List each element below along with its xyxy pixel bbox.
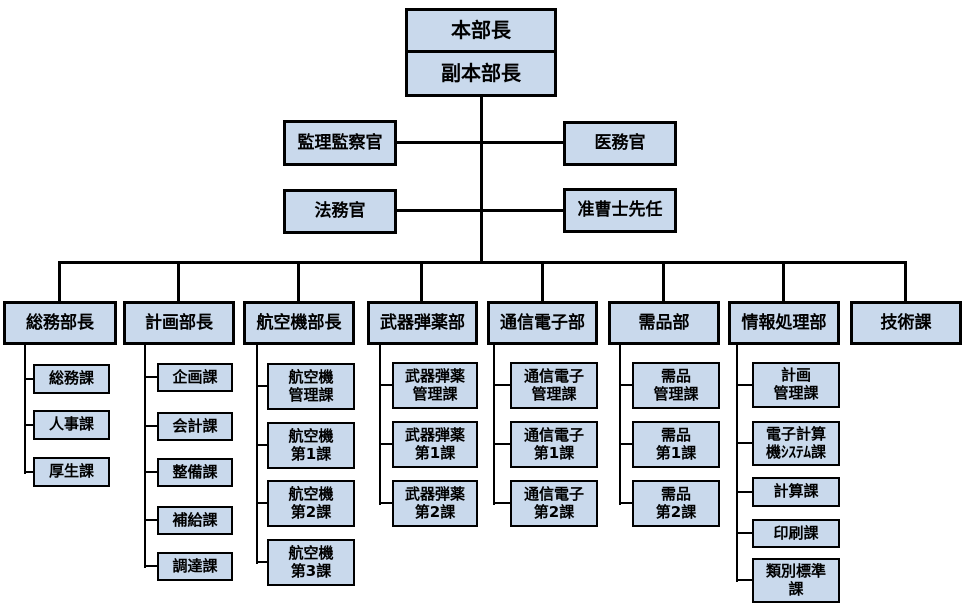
unit-box: 需品 第2課 — [632, 480, 720, 527]
unit-box: 会計課 — [157, 412, 233, 441]
unit-box: 需品 第1課 — [632, 421, 720, 468]
connector-tick — [493, 384, 511, 386]
connector-tick — [256, 561, 268, 563]
connector-col6-spine — [619, 344, 621, 505]
box-dept-gijutsu: 技術課 — [850, 301, 962, 345]
connector-col2-spine — [144, 344, 146, 568]
connector-drop-6 — [662, 261, 665, 302]
connector-staff-row1 — [395, 141, 565, 144]
box-honbucho: 本部長 — [405, 8, 557, 53]
connector-tick — [256, 385, 268, 387]
unit-box: 通信電子 第2課 — [510, 480, 598, 527]
unit-box: 人事課 — [33, 410, 110, 440]
box-staff-houmukan: 法務官 — [283, 189, 397, 234]
connector-tick — [619, 502, 633, 504]
connector-tick — [144, 425, 158, 427]
unit-box: 通信電子 管理課 — [510, 362, 598, 409]
connector-tick — [379, 502, 393, 504]
connector-tick — [619, 384, 633, 386]
connector-tick — [493, 443, 511, 445]
connector-tick — [736, 384, 753, 386]
unit-box: 調達課 — [157, 552, 233, 581]
connector-drop-3 — [297, 261, 300, 302]
unit-box: 計算課 — [752, 477, 840, 507]
connector-col3-spine — [256, 344, 258, 564]
box-staff-junsoushisennin: 准曹士先任 — [563, 188, 677, 233]
connector-tick — [736, 579, 753, 581]
connector-col5-spine — [493, 344, 495, 505]
box-dept-soumu: 総務部長 — [3, 301, 117, 345]
connector-drop-8 — [904, 261, 907, 302]
unit-box: 類別標準 課 — [752, 558, 840, 603]
connector-tick — [144, 565, 158, 567]
unit-box: 企画課 — [157, 363, 233, 392]
connector-tick — [24, 471, 34, 473]
unit-box: 航空機 第2課 — [267, 480, 355, 527]
connector-tick — [24, 424, 34, 426]
connector-trunk — [480, 95, 483, 264]
connector-tick — [256, 502, 268, 504]
connector-drop-2 — [177, 261, 180, 302]
connector-tick — [144, 376, 158, 378]
unit-box: 厚生課 — [33, 457, 110, 487]
unit-box: 武器弾薬 第1課 — [392, 421, 478, 468]
connector-tick — [736, 442, 753, 444]
connector-tick — [736, 491, 753, 493]
connector-tick — [379, 384, 393, 386]
unit-box: 印刷課 — [752, 519, 840, 548]
unit-box: 需品 管理課 — [632, 362, 720, 409]
unit-box: 通信電子 第1課 — [510, 421, 598, 468]
connector-drop-5 — [541, 261, 544, 302]
unit-box: 武器弾薬 管理課 — [392, 362, 478, 409]
unit-box: 電子計算 機ｼｽﾃﾑ課 — [752, 421, 840, 466]
connector-col1-spine — [24, 344, 26, 474]
connector-staff-row2 — [395, 209, 565, 212]
box-staff-kanrikansatsukan: 監理監察官 — [283, 120, 397, 166]
unit-box: 航空機 第1課 — [267, 422, 355, 469]
connector-distribution — [58, 261, 907, 264]
connector-tick — [144, 519, 158, 521]
unit-box: 航空機 管理課 — [267, 363, 355, 410]
unit-box: 補給課 — [157, 506, 233, 535]
unit-box: 航空機 第3課 — [267, 539, 355, 586]
unit-box: 武器弾薬 第2課 — [392, 480, 478, 527]
connector-tick — [493, 502, 511, 504]
box-dept-juhin: 需品部 — [608, 301, 720, 345]
connector-tick — [619, 443, 633, 445]
connector-tick — [144, 471, 158, 473]
box-fuku-honbucho: 副本部長 — [405, 50, 557, 97]
box-dept-koukuuki: 航空機部長 — [243, 301, 355, 345]
box-dept-keikaku: 計画部長 — [123, 301, 235, 345]
connector-drop-7 — [782, 261, 785, 302]
unit-box: 整備課 — [157, 458, 233, 487]
connector-col7-spine — [736, 344, 738, 582]
connector-drop-1 — [58, 261, 61, 302]
unit-box: 総務課 — [33, 364, 110, 394]
connector-tick — [379, 443, 393, 445]
connector-tick — [256, 444, 268, 446]
box-dept-bukidanyaku: 武器弾薬部 — [367, 301, 478, 345]
box-staff-imukan: 医務官 — [563, 121, 677, 166]
box-dept-tsuushindenshi: 通信電子部 — [487, 301, 598, 345]
unit-box: 計画 管理課 — [752, 362, 840, 408]
box-dept-jouhoushori: 情報処理部 — [728, 301, 840, 345]
connector-tick — [736, 532, 753, 534]
connector-col4-spine — [379, 344, 381, 505]
connector-drop-4 — [420, 261, 423, 302]
connector-tick — [24, 378, 34, 380]
